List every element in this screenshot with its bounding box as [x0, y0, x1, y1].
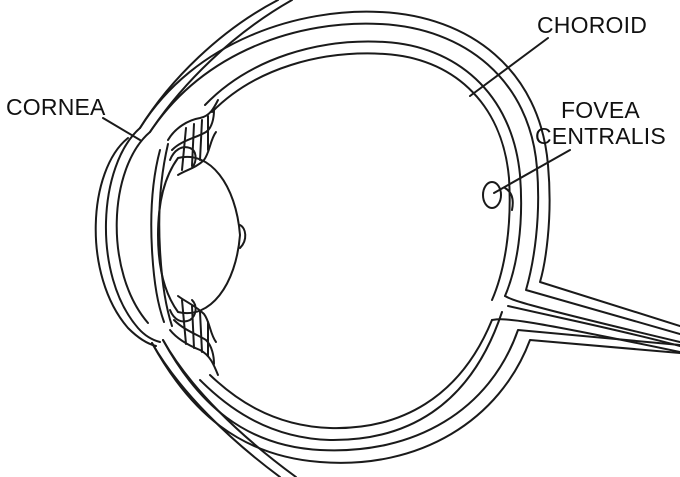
- fovea-pit: [504, 187, 514, 211]
- ciliary-body-lower: [169, 295, 219, 376]
- fovea-label-line2: CENTRALIS: [535, 123, 666, 149]
- cornea-label: CORNEA: [6, 94, 106, 120]
- ciliary-body-upper: [167, 99, 219, 176]
- choroid-layer: [199, 40, 523, 442]
- fovea-label-line1: FOVEA: [560, 97, 640, 123]
- fovea-centralis-label: FOVEA CENTRALIS: [535, 97, 666, 149]
- fovea-leader-line: [493, 149, 571, 194]
- optic-nerve: [491, 295, 680, 353]
- choroid-label: CHOROID: [537, 12, 648, 38]
- lens: [157, 155, 247, 315]
- fovea-centralis: [482, 181, 502, 209]
- iris: [150, 143, 173, 327]
- eyelid-lines: [139, 0, 297, 477]
- sclera: [139, 10, 680, 464]
- choroid-leader-line: [469, 37, 549, 97]
- cornea-leader-line: [102, 117, 141, 141]
- cornea: [94, 127, 161, 347]
